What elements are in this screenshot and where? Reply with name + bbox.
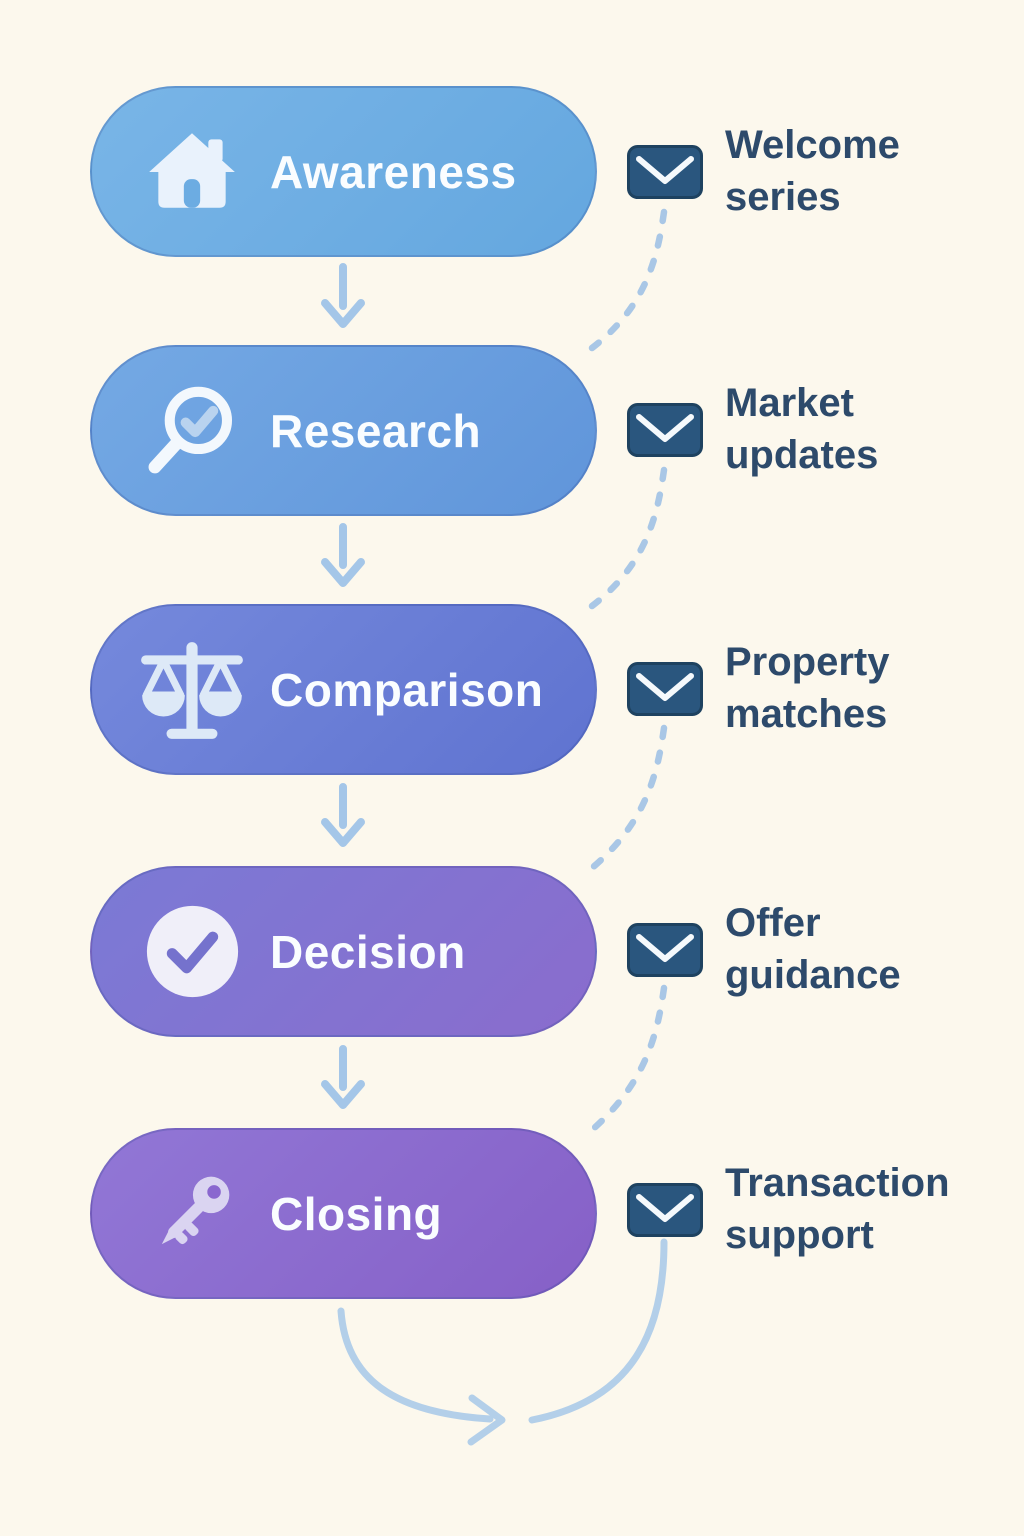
flow-arrow-2 [321, 523, 365, 587]
stage-label: Closing [270, 1187, 443, 1240]
key-icon [161, 1176, 230, 1244]
email-curve-3 [588, 724, 668, 872]
stage-decision: Decision [90, 866, 597, 1037]
house-icon [149, 132, 235, 208]
email-curve-1 [588, 208, 668, 352]
loop-curve-right [528, 1238, 668, 1424]
email-curve-2 [588, 466, 668, 610]
email-label: Market updates [725, 381, 879, 477]
envelope-icon [627, 923, 703, 977]
stage-label: Decision [270, 925, 466, 978]
search-check-icon [148, 386, 233, 473]
stage-label: Awareness [270, 145, 517, 198]
check-circle-icon [146, 905, 238, 998]
email-label: Offer guidance [725, 901, 901, 997]
envelope-icon [627, 403, 703, 457]
email-curve-4 [588, 984, 668, 1134]
envelope-icon [627, 145, 703, 199]
flow-arrow-4 [321, 1045, 365, 1109]
loop-curve-left [337, 1307, 506, 1446]
email-label: Welcome series [725, 123, 900, 219]
stage-label: Research [270, 404, 482, 457]
stage-awareness: Awareness [90, 86, 597, 257]
flow-arrow-3 [321, 783, 365, 847]
email-label: Transaction support [725, 1161, 950, 1257]
envelope-icon [627, 662, 703, 716]
stage-closing: Closing [90, 1128, 597, 1299]
stage-research: Research [90, 345, 597, 516]
flow-arrow-1 [321, 263, 365, 328]
scales-icon [141, 641, 243, 739]
envelope-icon [627, 1183, 703, 1237]
stage-label: Comparison [270, 663, 544, 716]
stage-comparison: Comparison [90, 604, 597, 775]
email-label: Property matches [725, 640, 890, 736]
